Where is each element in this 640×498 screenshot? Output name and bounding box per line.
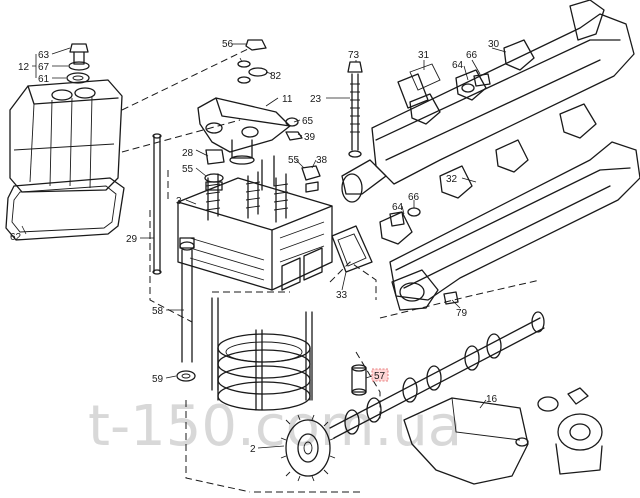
- valve-tappet: [351, 364, 367, 396]
- callout-label: 55: [288, 155, 300, 166]
- callout-label: 82: [270, 71, 282, 82]
- manifold-gasket-33: [331, 225, 373, 273]
- callout-label: 31: [418, 50, 430, 61]
- callout-label: 64: [392, 202, 404, 213]
- callout-label: 11: [282, 94, 293, 105]
- rocker-arm-assembly: [197, 97, 291, 165]
- callout-label: 23: [310, 94, 322, 105]
- callout-label-highlighted: 57: [374, 371, 386, 382]
- callout-label: 55: [182, 164, 194, 175]
- callout-label: 12: [18, 62, 30, 73]
- callout-label: 59: [152, 374, 164, 385]
- callout-label: 32: [446, 174, 458, 185]
- callout-label: 3: [176, 196, 182, 207]
- callout-label: 61: [38, 74, 50, 85]
- timing-gear: [280, 414, 336, 482]
- callout-label: 63: [38, 50, 50, 61]
- highlighted-callout-box: [371, 368, 389, 382]
- callout-label: 16: [486, 394, 498, 405]
- bracket-12: [32, 54, 37, 78]
- valve-springs: [205, 155, 289, 223]
- manifold-gaskets-upper: [397, 73, 491, 109]
- small-fasteners: [204, 149, 321, 193]
- seal-ring-59: [176, 370, 196, 382]
- oil-pump-assembly: [403, 387, 603, 485]
- valve-cover-gasket: [5, 177, 125, 241]
- callout-label: 2: [250, 444, 256, 455]
- cylinder-head: [177, 177, 333, 291]
- callout-label: 62: [10, 232, 22, 243]
- callout-label: 64: [452, 60, 464, 71]
- rocker-nut-washer: [237, 39, 268, 84]
- callout-label: 30: [488, 39, 500, 50]
- manifold-stud: [347, 61, 363, 158]
- camshaft: [329, 311, 545, 439]
- callout-labels: 63 12 67 61 62 56 82 11 65 39 28 55 3 29…: [10, 39, 500, 455]
- exhaust-manifold-lower: [379, 103, 640, 311]
- callout-label: 66: [408, 192, 420, 203]
- callout-label: 28: [182, 148, 194, 159]
- callout-label: 29: [126, 234, 138, 245]
- callout-label: 67: [38, 62, 50, 73]
- callout-label: 38: [316, 155, 328, 166]
- callout-leaders: [21, 43, 507, 449]
- cylinder-liner: [217, 333, 311, 411]
- push-rod-tube: [179, 237, 195, 363]
- callout-label: 39: [304, 132, 316, 143]
- callout-label: 73: [348, 50, 360, 61]
- leader-63-67-61: [51, 47, 71, 79]
- callout-label: 56: [222, 39, 234, 50]
- callout-label: 58: [152, 306, 164, 317]
- watermark-text: t-150.com.ua: [88, 394, 462, 459]
- callout-label: 66: [466, 50, 478, 61]
- valve-cover: [9, 79, 123, 193]
- rocker-clip: [285, 117, 303, 141]
- push-rod: [152, 133, 162, 275]
- callout-label: 65: [302, 116, 314, 127]
- callout-label: 33: [336, 290, 348, 301]
- exhaust-manifold-upper: [341, 0, 635, 203]
- cover-bolt-set: [66, 43, 90, 84]
- callout-label: 79: [456, 308, 468, 319]
